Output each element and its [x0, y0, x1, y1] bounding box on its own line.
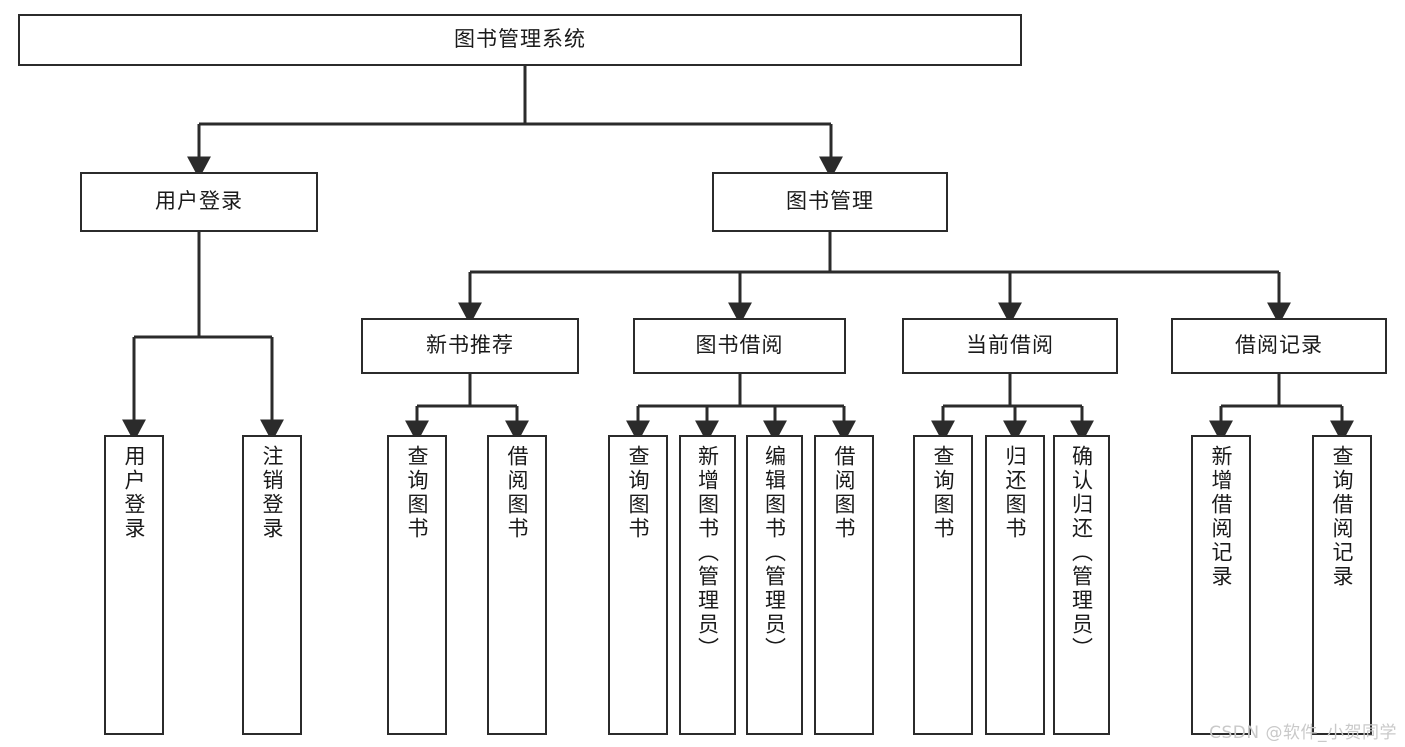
node-label: 编辑图书（管理员）: [762, 445, 787, 661]
node-label: 归还图书: [1003, 445, 1028, 541]
node-leaf-borrow-book-recommend[interactable]: 借阅图书: [487, 435, 547, 735]
node-borrow-record[interactable]: 借阅记录: [1171, 318, 1387, 374]
node-leaf-query-borrow-record[interactable]: 查询借阅记录: [1312, 435, 1372, 735]
node-label: 用户登录: [155, 189, 243, 214]
node-leaf-query-book-current[interactable]: 查询图书: [913, 435, 973, 735]
node-label: 借阅图书: [832, 445, 857, 541]
node-book-borrow[interactable]: 图书借阅: [633, 318, 846, 374]
node-leaf-query-book-recommend[interactable]: 查询图书: [387, 435, 447, 735]
node-label: 注销登录: [260, 445, 285, 541]
node-leaf-borrow-book[interactable]: 借阅图书: [814, 435, 874, 735]
node-leaf-query-book-borrow[interactable]: 查询图书: [608, 435, 668, 735]
node-label: 新书推荐: [426, 333, 514, 358]
node-label: 借阅记录: [1235, 333, 1323, 358]
node-leaf-add-borrow-record[interactable]: 新增借阅记录: [1191, 435, 1251, 735]
csdn-watermark: CSDN @软件_小贺同学: [1209, 723, 1397, 743]
node-label: 新增图书（管理员）: [695, 445, 720, 661]
node-label: 图书管理系统: [454, 27, 586, 52]
node-label: 确认归还（管理员）: [1069, 445, 1094, 661]
node-leaf-confirm-return-admin[interactable]: 确认归还（管理员）: [1053, 435, 1110, 735]
node-label: 查询图书: [931, 445, 956, 541]
node-label: 借阅图书: [505, 445, 530, 541]
node-user-login[interactable]: 用户登录: [80, 172, 318, 232]
node-label: 查询图书: [405, 445, 430, 541]
node-current-borrow[interactable]: 当前借阅: [902, 318, 1118, 374]
node-label: 新增借阅记录: [1209, 445, 1234, 589]
node-label: 查询借阅记录: [1330, 445, 1355, 589]
node-label: 当前借阅: [966, 333, 1054, 358]
node-label: 图书借阅: [695, 333, 784, 358]
node-leaf-return-book[interactable]: 归还图书: [985, 435, 1045, 735]
node-new-book-recommend[interactable]: 新书推荐: [361, 318, 579, 374]
node-book-management[interactable]: 图书管理: [712, 172, 948, 232]
node-leaf-add-book-admin[interactable]: 新增图书（管理员）: [679, 435, 736, 735]
node-leaf-edit-book-admin[interactable]: 编辑图书（管理员）: [746, 435, 803, 735]
node-root-book-management-system[interactable]: 图书管理系统: [18, 14, 1022, 66]
node-label: 用户登录: [122, 445, 147, 541]
node-label: 图书管理: [786, 189, 874, 214]
node-label: 查询图书: [626, 445, 651, 541]
node-leaf-user-login[interactable]: 用户登录: [104, 435, 164, 735]
node-leaf-user-logout[interactable]: 注销登录: [242, 435, 302, 735]
